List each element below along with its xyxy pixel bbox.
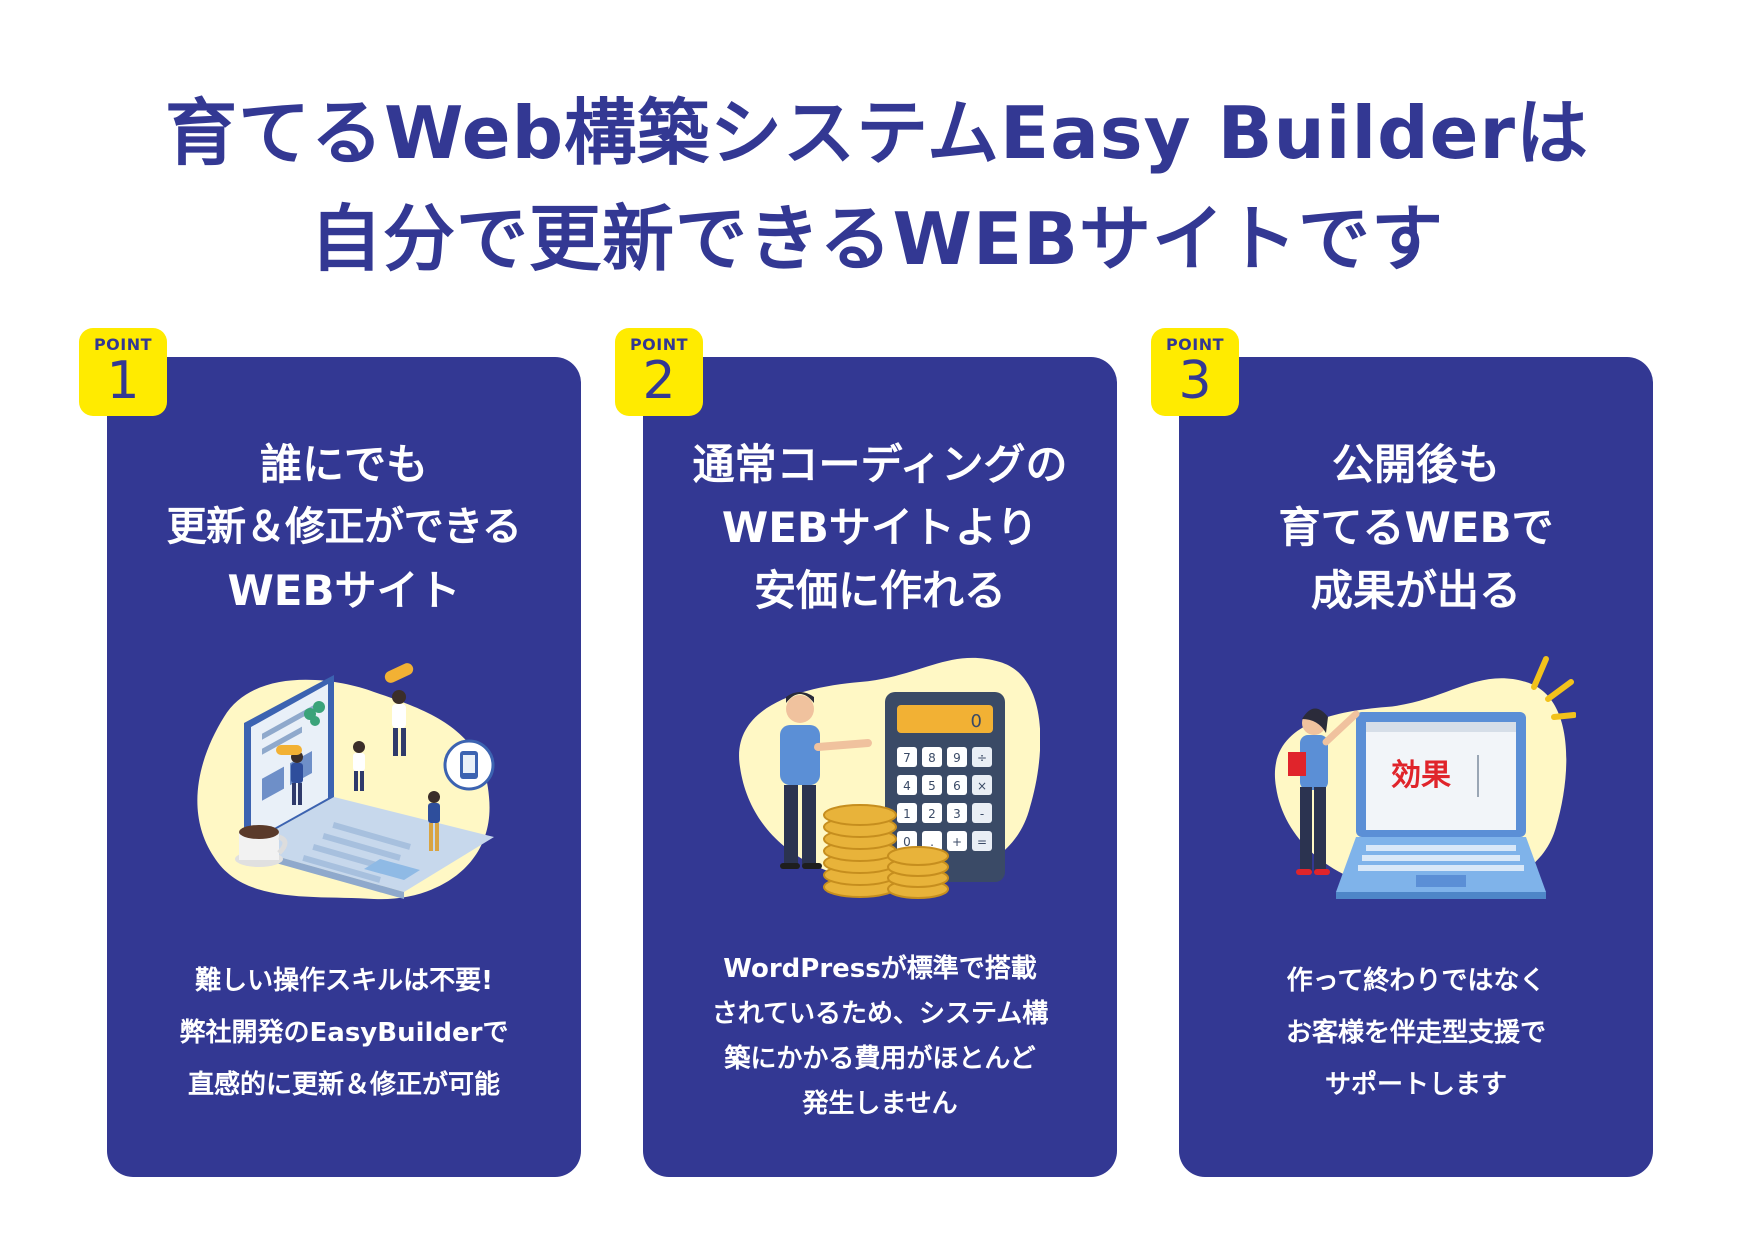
- headline-line-1: 育てるWeb構築システムEasy Builderは: [164, 91, 1590, 175]
- calculator-key-label: .: [930, 835, 934, 849]
- point-card-3: 公開後も 育てるWEBで 成果が出る 効果: [1179, 357, 1653, 1177]
- calculator-coins-illustration: 0 7 8 9 ÷ 4 5 6 × 1 2 3 - 0. + =: [739, 657, 1040, 899]
- point-2-badge: POINT 2: [615, 328, 703, 416]
- point-3-description: 作って終わりではなく お客様を伴走型支援で サポートします: [1179, 955, 1653, 1111]
- calculator-key-label: -: [980, 807, 984, 821]
- calculator-key-label: 4: [903, 779, 911, 793]
- calculator-key: [972, 803, 992, 823]
- calculator-icon: 0 7 8 9 ÷ 4 5 6 × 1 2 3 - 0. + =: [885, 692, 1005, 882]
- point-2-title: 通常コーディングの WEBサイトより 安価に作れる: [643, 433, 1117, 622]
- person-figure-icon: [780, 692, 872, 869]
- calculator-key: [922, 747, 942, 767]
- point-1-title-line: 誰にでも: [259, 440, 428, 489]
- person-figure-icon: [276, 745, 303, 805]
- calculator-key-label: 1: [903, 807, 911, 821]
- point-3-title-line: 成果が出る: [1310, 566, 1521, 615]
- calculator-key: [947, 831, 967, 851]
- point-3-title: 公開後も 育てるWEBで 成果が出る: [1179, 433, 1653, 622]
- calculator-key: [947, 747, 967, 767]
- point-2-title-line: 安価に作れる: [753, 566, 1006, 615]
- calculator-key-label: +: [952, 835, 962, 849]
- laptop-team-illustration: [197, 663, 495, 900]
- person-figure-icon: [384, 663, 414, 756]
- coffee-cup-icon: [235, 825, 288, 867]
- point-3-text-line: お客様を伴走型支援で: [1285, 1018, 1546, 1048]
- calculator-key: [897, 803, 917, 823]
- point-3-text-line: サポートします: [1324, 1070, 1507, 1100]
- point-badge-number: 3: [1178, 351, 1212, 411]
- point-2-title-line: WEBサイトより: [721, 503, 1039, 552]
- point-3-title-line: 育てるWEBで: [1278, 503, 1554, 552]
- point-3-badge: POINT 3: [1151, 328, 1239, 416]
- point-card-1: 誰にでも 更新＆修正ができる WEBサイト: [107, 357, 581, 1177]
- calculator-key-label: 3: [953, 807, 961, 821]
- calculator-key-label: ×: [977, 779, 987, 793]
- phone-badge-icon: [443, 739, 495, 791]
- point-1-description: 難しい操作スキルは不要! 弊社開発のEasyBuilderで 直感的に更新＆修正…: [107, 955, 581, 1111]
- calculator-key: [947, 803, 967, 823]
- sparkle-lines-icon: [1531, 656, 1576, 720]
- point-2-description: WordPressが標準で搭載 されているため、システム構 築にかかる費用がほと…: [643, 947, 1117, 1127]
- calculator-key: [922, 831, 942, 851]
- calculator-key-label: 2: [928, 807, 936, 821]
- calculator-keypad: 7 8 9 ÷ 4 5 6 × 1 2 3 - 0. + =: [897, 747, 992, 851]
- point-3-text-line: 作って終わりではなく: [1286, 966, 1546, 996]
- person-figure-icon: [1288, 708, 1360, 875]
- calculator-display: 0: [971, 711, 982, 732]
- point-badge-number: 2: [642, 351, 676, 411]
- calculator-key: [947, 775, 967, 795]
- point-2-text-line: 発生しません: [802, 1089, 958, 1119]
- point-badge-label: POINT: [629, 335, 689, 354]
- calculator-key: [972, 747, 992, 767]
- point-badge-number: 1: [106, 351, 140, 411]
- calculator-key-label: 8: [928, 751, 936, 765]
- point-2-text-line: されているため、システム構: [711, 999, 1049, 1029]
- laptop-presenter-illustration: 効果: [1274, 656, 1576, 899]
- person-figure-icon: [428, 791, 440, 851]
- point-badge-label: POINT: [93, 335, 153, 354]
- person-figure-icon: [353, 741, 365, 791]
- calculator-key-label: ÷: [977, 751, 987, 765]
- calculator-key-label: 5: [928, 779, 936, 793]
- calculator-key-label: 9: [953, 751, 961, 765]
- point-1-title: 誰にでも 更新＆修正ができる WEBサイト: [107, 433, 581, 622]
- point-card-2: 通常コーディングの WEBサイトより 安価に作れる 0 7 8 9 ÷ 4 5 6 × 1 2 3 -…: [643, 357, 1117, 1177]
- calculator-key: [897, 747, 917, 767]
- calculator-key: [922, 775, 942, 795]
- headline-line-2: 自分で更新できるWEBサイトです: [309, 197, 1445, 281]
- laptop-icon: 効果: [1336, 712, 1546, 899]
- point-1-text-line: 直感的に更新＆修正が可能: [187, 1070, 500, 1100]
- calculator-key-label: 0: [903, 835, 911, 849]
- point-1-text-line: 弊社開発のEasyBuilderで: [179, 1018, 509, 1048]
- calculator-key: [972, 775, 992, 795]
- point-2-text-line: WordPressが標準で搭載: [723, 954, 1037, 984]
- calculator-key: [972, 831, 992, 851]
- calculator-key-label: 6: [953, 779, 961, 793]
- calculator-key: [922, 803, 942, 823]
- coins-stack-icon: [823, 804, 949, 899]
- calculator-key-label: =: [977, 835, 987, 849]
- calculator-key: [897, 831, 917, 851]
- point-1-title-line: WEBサイト: [227, 566, 461, 615]
- point-badge-label: POINT: [1165, 335, 1225, 354]
- point-3-title-line: 公開後も: [1331, 440, 1500, 489]
- calculator-key: [897, 775, 917, 795]
- point-1-badge: POINT 1: [79, 328, 167, 416]
- calculator-key-label: 7: [903, 751, 911, 765]
- point-2-title-line: 通常コーディングの: [692, 440, 1068, 489]
- laptop-icon: [244, 675, 494, 899]
- point-2-text-line: 築にかかる費用がほとんど: [724, 1044, 1036, 1074]
- point-1-title-line: 更新＆修正ができる: [166, 504, 522, 550]
- point-1-text-line: 難しい操作スキルは不要!: [195, 966, 493, 996]
- effect-screen-text: 効果: [1391, 758, 1451, 793]
